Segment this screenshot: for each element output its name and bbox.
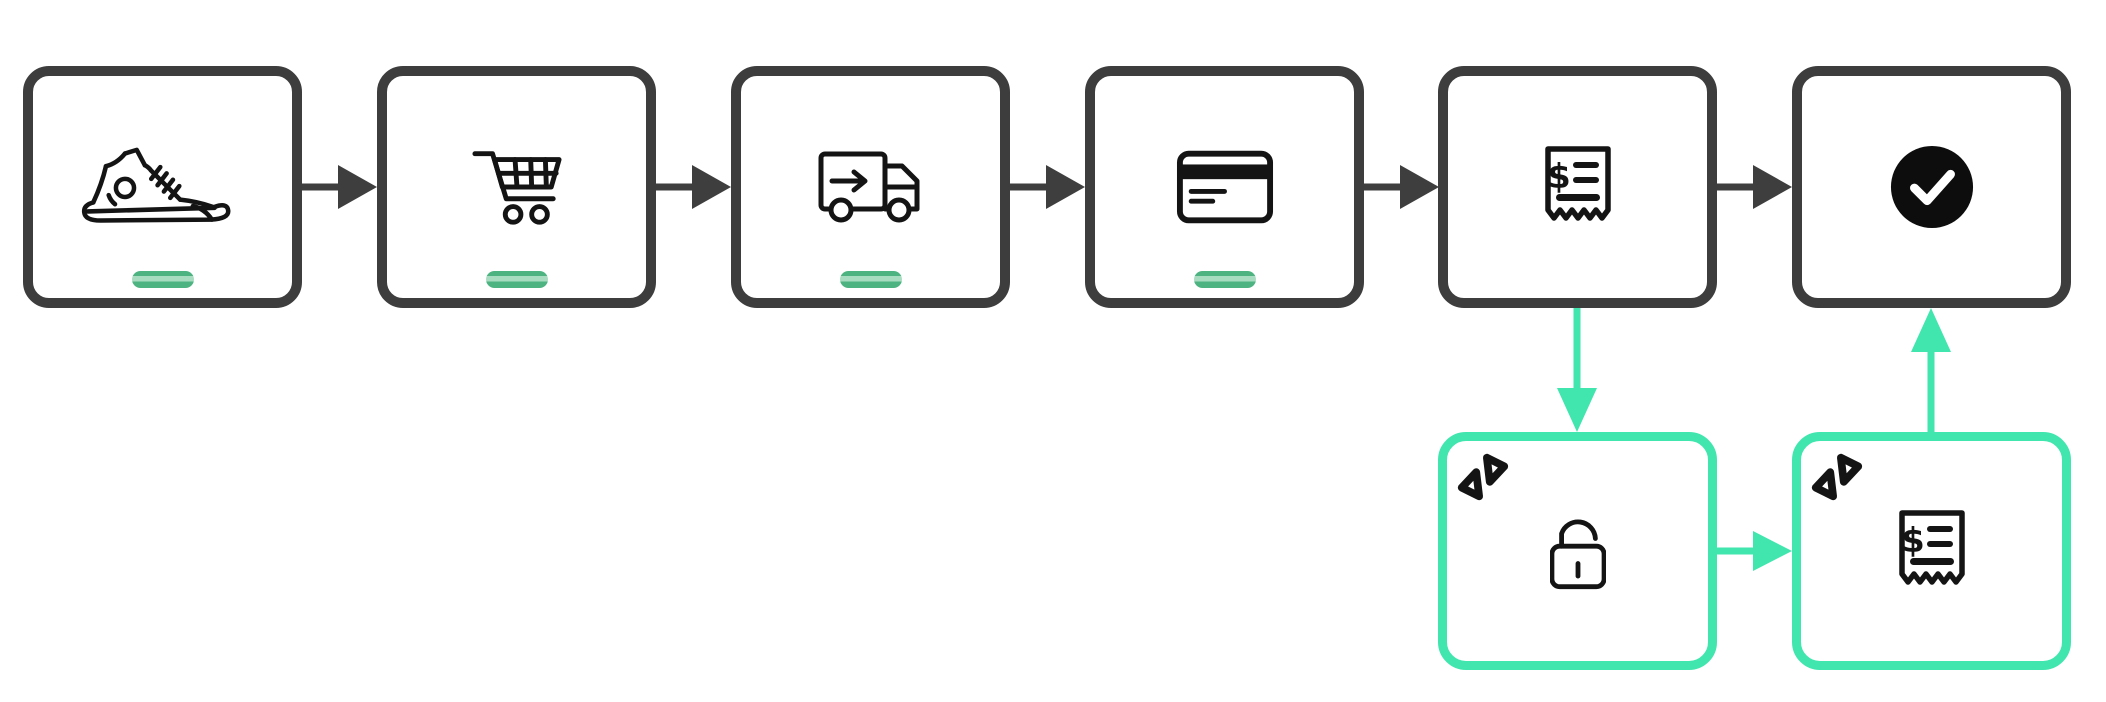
connector-invoice-to-complete[interactable] bbox=[1717, 163, 1792, 211]
progress-pill bbox=[1193, 271, 1256, 288]
check-circle-icon bbox=[1890, 145, 1973, 229]
progress-pill bbox=[131, 271, 194, 288]
connector-payment-to-invoice[interactable] bbox=[1364, 163, 1439, 211]
flow-node-cart[interactable] bbox=[377, 66, 656, 308]
flow-node-product[interactable] bbox=[23, 66, 302, 308]
svg-text:$: $ bbox=[1547, 157, 1571, 197]
sneaker-icon bbox=[81, 147, 230, 223]
credit-card-icon bbox=[1176, 150, 1273, 224]
flow-node-linked-invoice[interactable]: $ bbox=[1792, 432, 2071, 670]
flow-node-payment[interactable] bbox=[1085, 66, 1364, 308]
flow-node-unlock[interactable] bbox=[1438, 432, 1717, 670]
receipt-icon: $ bbox=[1544, 146, 1611, 221]
shopping-cart-icon bbox=[471, 151, 562, 225]
connector-linked-invoice-to-complete[interactable] bbox=[1909, 308, 1953, 432]
connector-shipping-to-payment[interactable] bbox=[1010, 163, 1085, 211]
progress-pill bbox=[485, 271, 548, 288]
connector-unlock-to-linked-invoice[interactable] bbox=[1717, 529, 1792, 573]
delivery-truck-icon bbox=[818, 151, 919, 223]
link-icon bbox=[1811, 453, 1863, 501]
flow-node-complete[interactable] bbox=[1792, 66, 2071, 308]
open-padlock-icon bbox=[1549, 519, 1606, 590]
receipt-icon: $ bbox=[1898, 510, 1965, 585]
connector-invoice-to-unlock[interactable] bbox=[1555, 308, 1599, 432]
flow-node-invoice[interactable]: $ bbox=[1438, 66, 1717, 308]
progress-pill bbox=[839, 271, 902, 288]
link-icon bbox=[1457, 453, 1509, 501]
svg-text:$: $ bbox=[1901, 521, 1925, 561]
flow-node-shipping[interactable] bbox=[731, 66, 1010, 308]
connector-cart-to-shipping[interactable] bbox=[656, 163, 731, 211]
connector-product-to-cart[interactable] bbox=[302, 163, 377, 211]
